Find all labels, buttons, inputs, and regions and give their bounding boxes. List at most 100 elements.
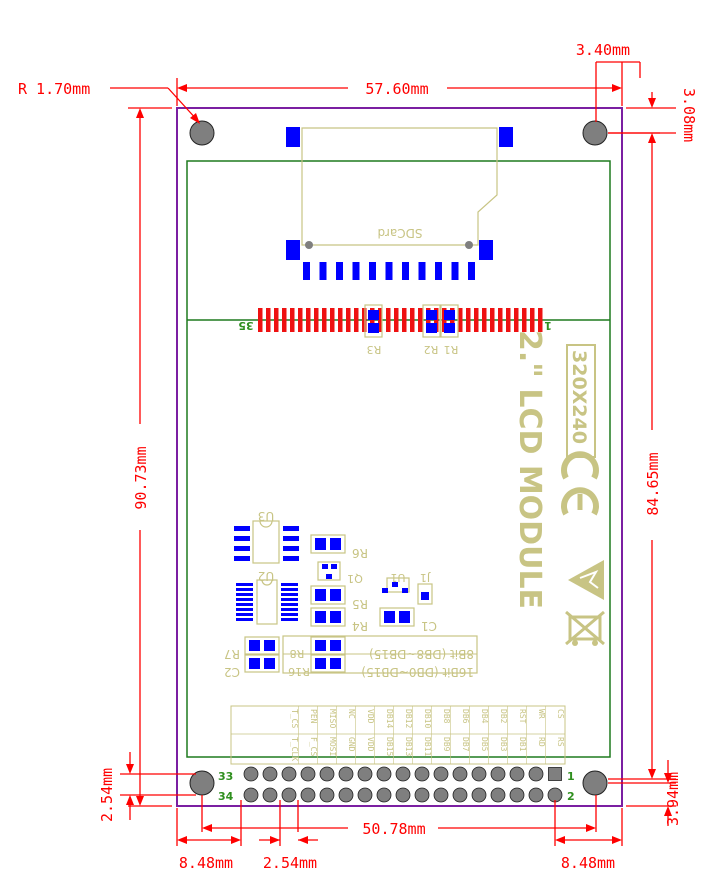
header-pin <box>452 766 468 782</box>
dim-bottom-offset: 3.94mm <box>664 772 682 826</box>
r5-label: R5 <box>352 597 368 611</box>
header-pin <box>490 787 506 803</box>
u2-pad <box>281 593 298 596</box>
header-pin <box>452 787 468 803</box>
header-pin <box>338 766 354 782</box>
u2-pad <box>236 603 253 606</box>
header-pin <box>395 787 411 803</box>
dimension-lines <box>110 61 676 846</box>
header-pin <box>433 787 449 803</box>
header-top-label: PEN <box>309 709 318 724</box>
fpc-pin <box>514 308 519 332</box>
header-pin <box>300 766 316 782</box>
resistor-r16: R16 <box>288 654 346 678</box>
fpc-pin <box>362 308 367 332</box>
fpc-pin <box>346 308 351 332</box>
board-outline <box>176 107 623 807</box>
fpc-pin <box>282 308 287 332</box>
resolution-box: 320X240 <box>566 344 596 458</box>
c1-label: C1 <box>421 619 437 633</box>
dim-left-edge: 8.48mm <box>179 854 233 872</box>
fpc-pin <box>402 308 407 332</box>
fpc-pin-right-label: 1 <box>544 319 552 332</box>
q1-label: Q1 <box>347 572 363 585</box>
r7-label: R7 <box>224 647 240 661</box>
header-bottom-label: DB3 <box>499 737 508 752</box>
fpc-pin <box>290 308 295 332</box>
header-pin <box>262 787 278 803</box>
header-bottom-label: RD <box>537 737 546 747</box>
resistor-r8: R8 <box>290 636 346 660</box>
fpc-pin <box>378 308 383 332</box>
mount-hole-top-left <box>189 120 215 146</box>
transistor-q1: Q1 <box>317 561 363 585</box>
header-pin <box>281 766 297 782</box>
u2-pad <box>236 598 253 601</box>
fpc-pin-left-label: 35 <box>238 319 253 332</box>
header-bottom-label: DB1 <box>518 737 527 752</box>
fpc-pin <box>338 308 343 332</box>
header-top-label: DB8 <box>442 709 451 724</box>
header-pin <box>357 766 373 782</box>
header-pin-square <box>548 767 562 781</box>
mount-hole-bottom-right <box>582 770 608 796</box>
resistor-r6: R6 <box>310 534 368 560</box>
fpc-pin <box>410 308 415 332</box>
header-pin <box>376 766 392 782</box>
header-bottom-label: DB13 <box>404 737 413 756</box>
sdcard-contact <box>418 262 426 280</box>
header-pin <box>509 787 525 803</box>
header-bottom-label: MOSI <box>328 737 337 756</box>
header-top-label: RST <box>518 709 527 724</box>
header-pin <box>528 766 544 782</box>
header-pin <box>509 766 525 782</box>
fpc-pin <box>418 308 423 332</box>
u2-pad <box>281 618 298 621</box>
bus-mode-box: 8Bit (DB8~DB15) 16Bit (DB0~DB15) <box>282 635 478 679</box>
fpc-pin <box>530 308 535 332</box>
u2-pad <box>281 603 298 606</box>
resistor-r1: R1 <box>440 304 459 356</box>
header-pin <box>395 766 411 782</box>
fpc-pin <box>322 308 327 332</box>
fpc-pin <box>538 308 543 332</box>
u2-pad <box>281 608 298 611</box>
r4-label: R4 <box>352 619 368 633</box>
r3-label: R3 <box>367 343 382 356</box>
header-bottom-label: DB5 <box>480 737 489 752</box>
r1-label: R1 <box>444 343 459 356</box>
fpc-pin <box>330 308 335 332</box>
fpc-pin <box>306 308 311 332</box>
fpc-pin <box>314 308 319 332</box>
header-pin <box>471 766 487 782</box>
sdcard-slot: SDCard <box>286 127 513 280</box>
header-bottom-label: DB9 <box>442 737 451 752</box>
mount-hole-top-right <box>582 120 608 146</box>
u2-pad <box>236 583 253 586</box>
header-pin <box>243 766 259 782</box>
r2-label: R2 <box>424 343 439 356</box>
fpc-pin <box>474 308 479 332</box>
u3-label: U3 <box>258 509 274 523</box>
u2-pad <box>236 618 253 621</box>
lcd-area-outline <box>186 160 611 758</box>
fpc-pin <box>394 308 399 332</box>
header-top-label: DB14 <box>385 709 394 728</box>
dim-width: 57.60mm <box>365 80 428 98</box>
bus-8bit-label: 8Bit (DB8~DB15) <box>369 647 474 661</box>
header-bottom-label: DB15 <box>385 737 394 756</box>
header-top-label: DB2 <box>499 709 508 724</box>
header-bottom-label: RS <box>556 737 565 747</box>
capacitor-c2: C2 <box>224 654 280 679</box>
fpc-pin <box>466 308 471 332</box>
fpc-pin <box>490 308 495 332</box>
fpc-pin <box>522 308 527 332</box>
header-bottom-label: GND <box>347 737 356 752</box>
jumper-j1: J1 <box>417 571 433 605</box>
u2-pad <box>281 583 298 586</box>
header-top-label: VDD <box>366 709 375 724</box>
dim-top-offset: 3.08mm <box>680 88 698 142</box>
header-top-label: DB10 <box>423 709 432 728</box>
sdcard-contact <box>385 262 393 280</box>
